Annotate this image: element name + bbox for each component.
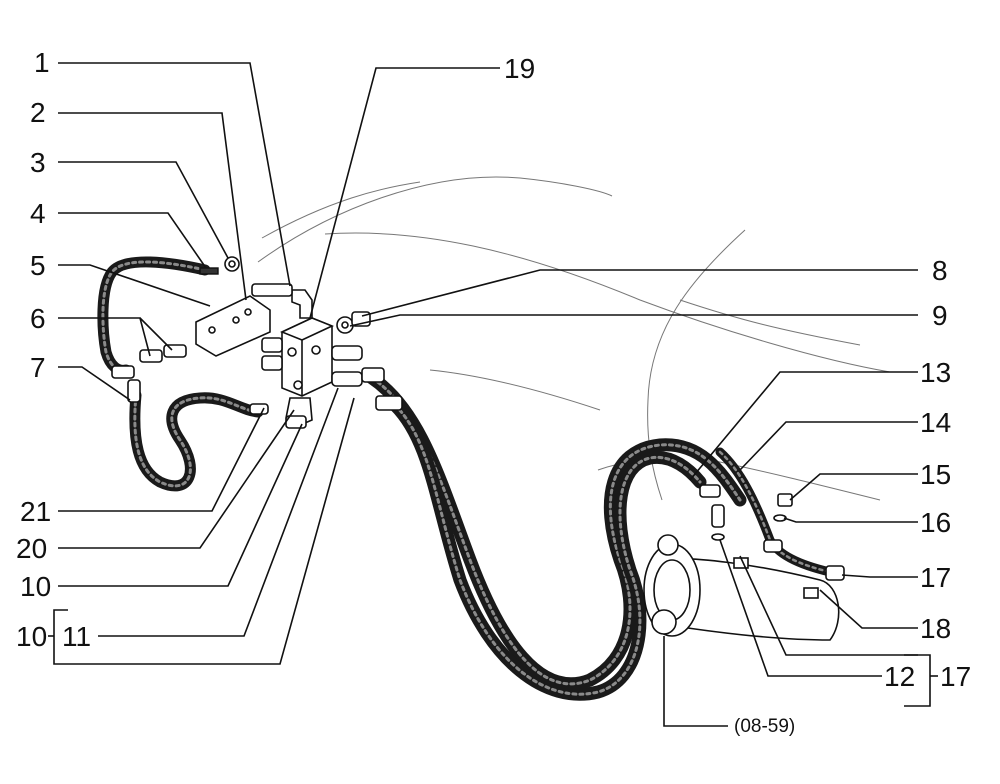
callout-leaders [48, 62, 938, 727]
callout-5: 5 [30, 250, 46, 281]
callout-8: 8 [932, 255, 948, 286]
callout-2: 2 [30, 97, 46, 128]
callout-labels: 1 2 3 4 5 6 7 8 9 10 10 11 12 13 14 15 1… [16, 47, 971, 737]
callout-15: 15 [920, 459, 951, 490]
callout-6: 6 [30, 303, 46, 334]
couplings [111, 256, 403, 429]
callout-17-group: 17 [940, 661, 971, 692]
machine-body-outline [257, 176, 891, 501]
callout-9: 9 [932, 300, 948, 331]
callout-16: 16 [920, 507, 951, 538]
hydraulic-motor [643, 484, 845, 641]
callout-3: 3 [30, 147, 46, 178]
valve-block [261, 289, 363, 427]
callout-1: 1 [34, 47, 50, 78]
callout-21: 21 [20, 496, 51, 527]
callout-17: 17 [920, 562, 951, 593]
reference-note: (08-59) [734, 716, 795, 737]
bracket-plate [195, 295, 271, 357]
callout-10: 10 [20, 571, 51, 602]
callout-12: 12 [884, 661, 915, 692]
callout-18: 18 [920, 613, 951, 644]
callout-14: 14 [920, 407, 951, 438]
callout-10-group: 10 [16, 621, 47, 652]
hose-assembly [97, 256, 835, 701]
callout-20: 20 [16, 533, 47, 564]
callout-11: 11 [62, 621, 91, 652]
callout-13: 13 [920, 357, 951, 388]
callout-7: 7 [30, 352, 46, 383]
callout-19: 19 [504, 53, 535, 84]
callout-4: 4 [30, 198, 46, 229]
